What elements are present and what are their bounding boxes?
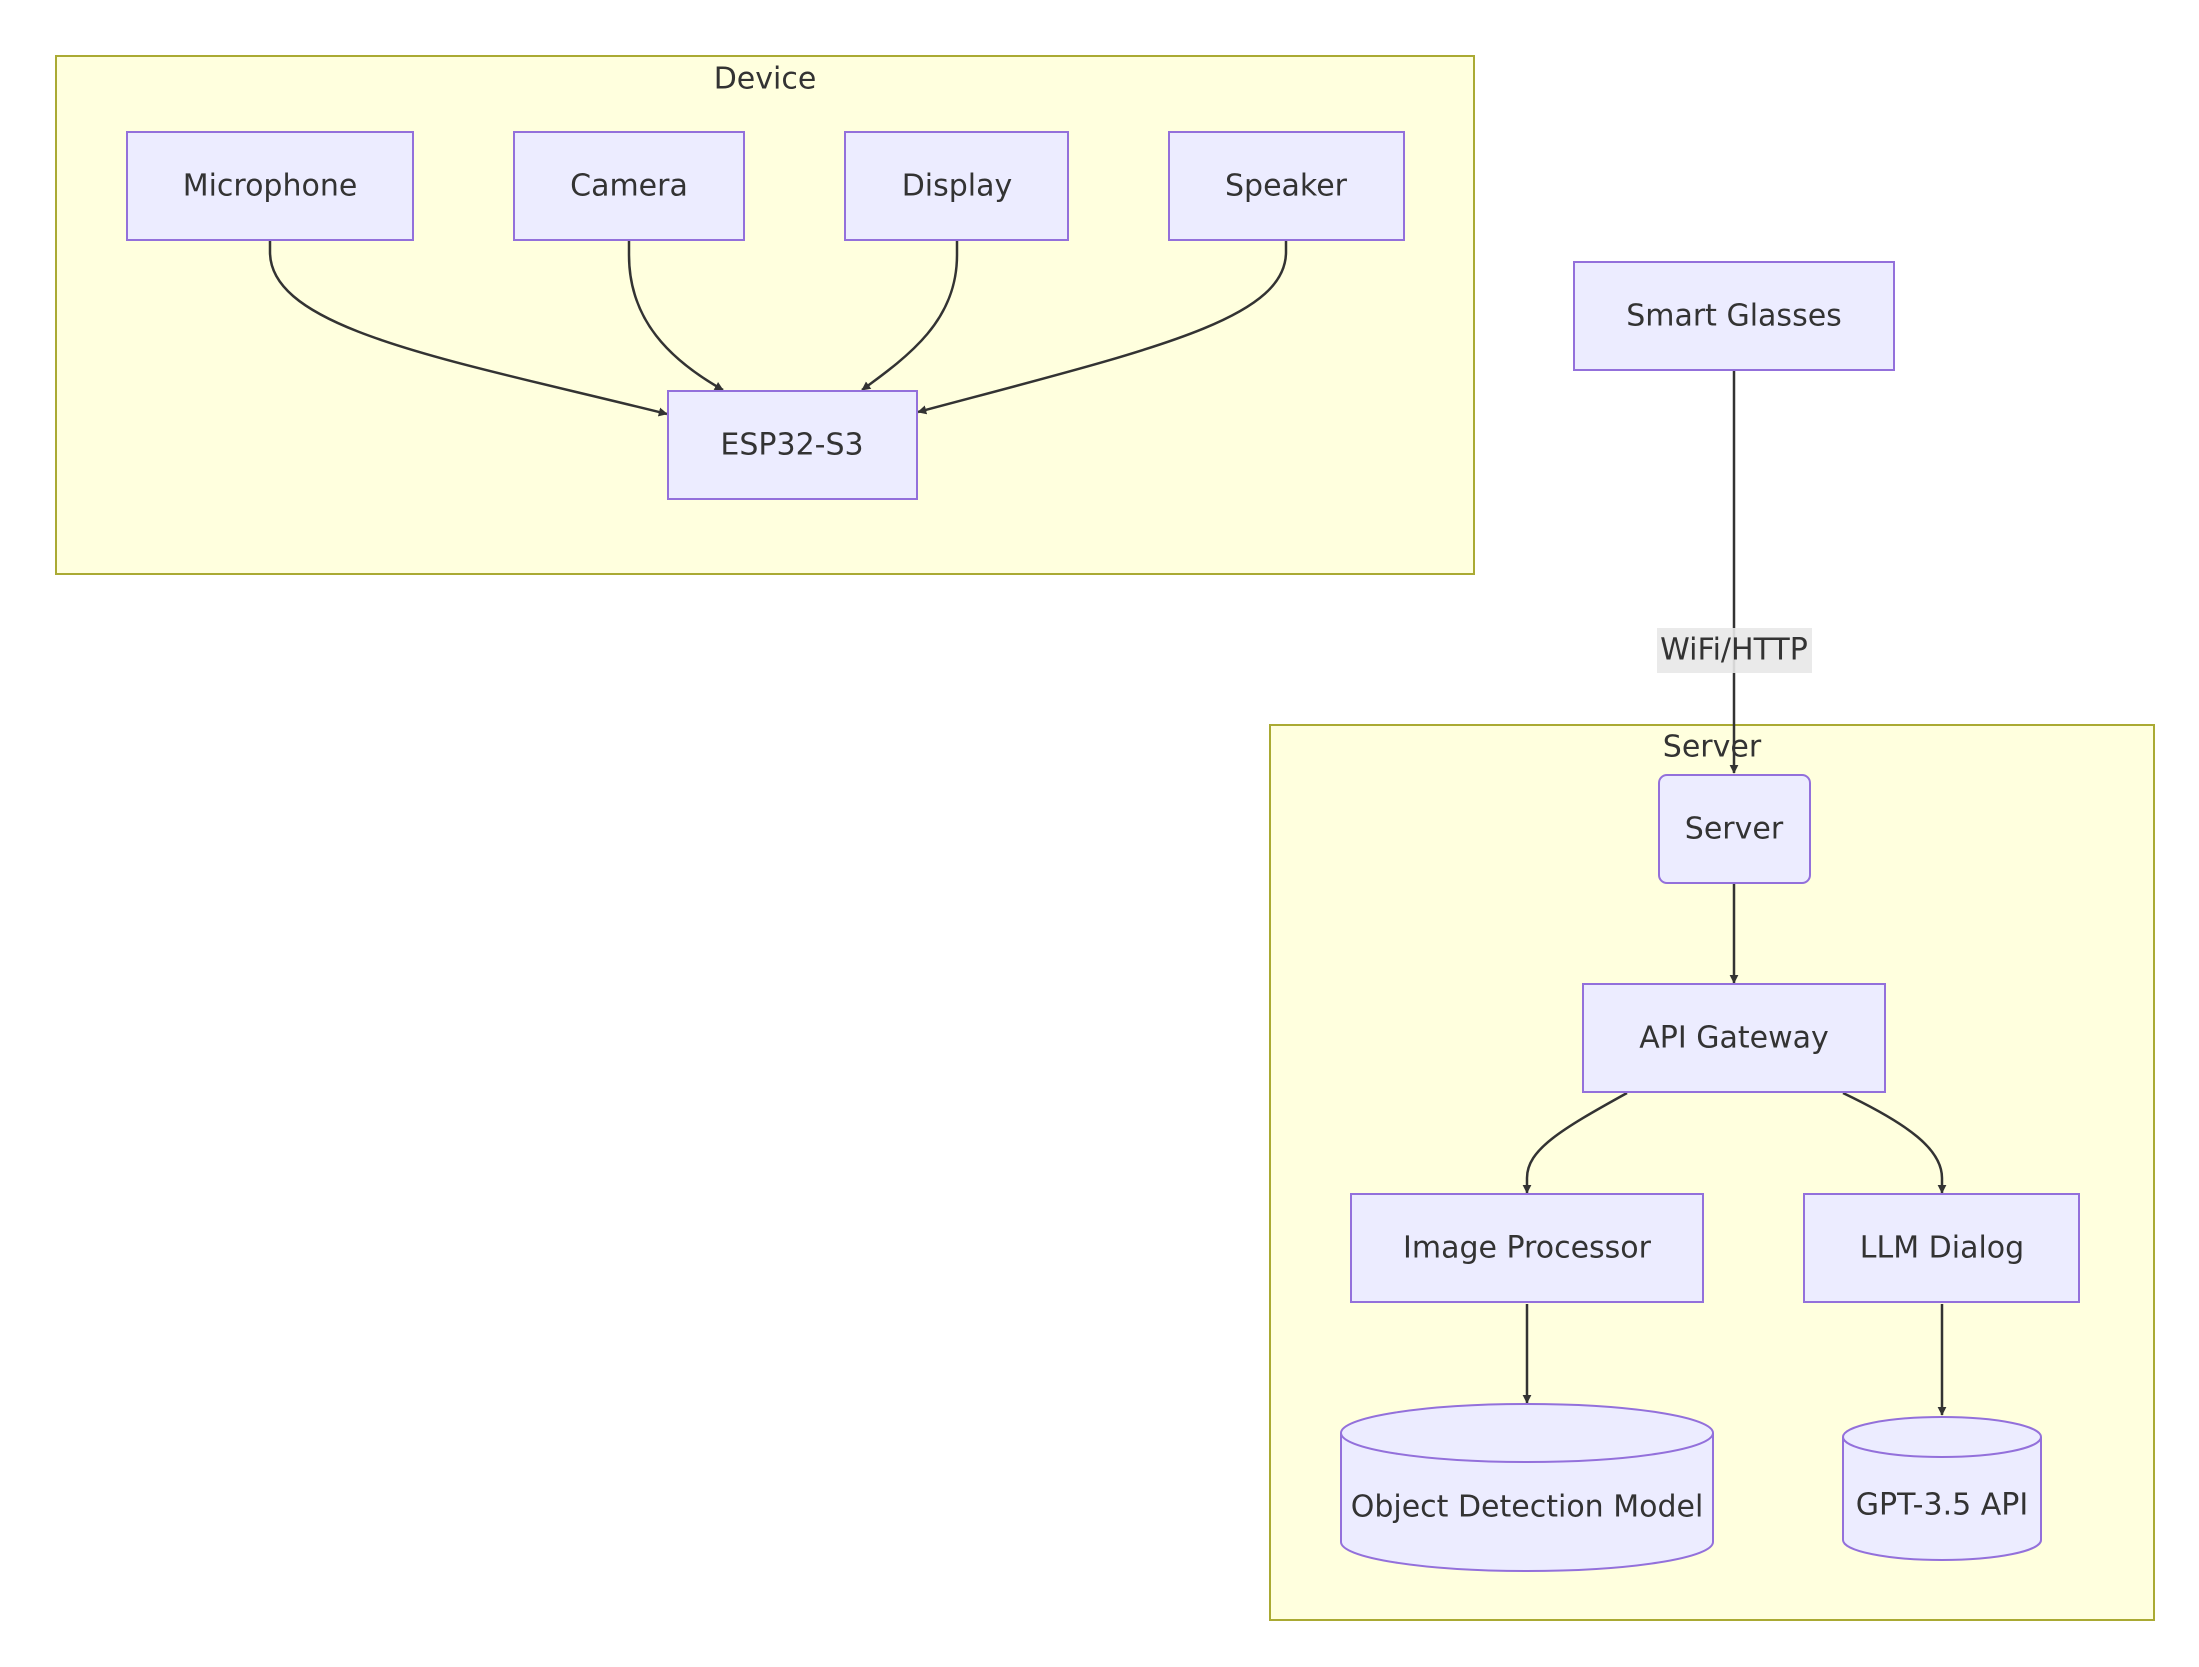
device-cluster-title: Device [714,62,817,97]
edge-label-wifi-http-text: WiFi/HTTP [1660,633,1808,668]
node-camera[interactable]: Camera [513,131,745,241]
node-image-processor-label: Image Processor [1403,1231,1652,1266]
edge-microphone-esp32 [268,241,668,417]
edge-camera-esp32 [627,241,724,392]
edge-label-wifi-http: WiFi/HTTP [1657,628,1812,673]
edges [268,241,1947,1416]
node-api-gateway-label: API Gateway [1639,1021,1829,1056]
node-camera-label: Camera [570,169,688,204]
node-display[interactable]: Display [844,131,1069,241]
node-display-label: Display [902,169,1013,204]
node-speaker[interactable]: Speaker [1168,131,1405,241]
node-llm-dialog[interactable]: LLM Dialog [1803,1193,2080,1303]
edge-speaker-esp32 [917,241,1288,415]
node-image-processor[interactable]: Image Processor [1350,1193,1704,1303]
node-microphone-label: Microphone [183,169,358,204]
node-esp32-label: ESP32-S3 [720,428,863,463]
node-smart-glasses[interactable]: Smart Glasses [1573,261,1895,371]
edge-api-image-processor [1522,1091,1628,1194]
node-api-gateway[interactable]: API Gateway [1582,983,1886,1093]
server-cluster-title: Server [1663,730,1762,765]
node-esp32[interactable]: ESP32-S3 [667,390,918,500]
node-object-detection-model-label: Object Detection Model [1351,1490,1704,1525]
edge-display-esp32 [861,241,959,392]
node-gpt-api[interactable]: GPT-3.5 API [1842,1416,2042,1561]
node-smart-glasses-label: Smart Glasses [1626,299,1842,334]
node-speaker-label: Speaker [1225,169,1348,204]
node-server-label: Server [1685,812,1784,847]
node-gpt-api-label: GPT-3.5 API [1856,1488,2028,1523]
node-microphone[interactable]: Microphone [126,131,414,241]
node-server[interactable]: Server [1658,774,1811,884]
edge-api-llm-dialog [1842,1091,1947,1194]
node-object-detection-model[interactable]: Object Detection Model [1340,1403,1714,1572]
node-llm-dialog-label: LLM Dialog [1860,1231,2024,1266]
